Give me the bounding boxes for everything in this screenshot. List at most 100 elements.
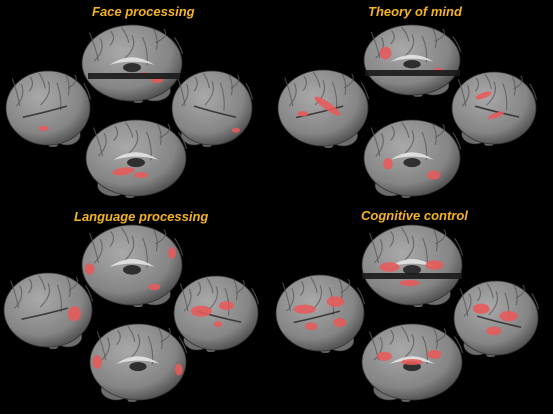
activation-blob bbox=[499, 310, 518, 322]
sylvian-fissure bbox=[295, 105, 344, 119]
sulcus-line bbox=[389, 231, 395, 247]
activation-blob bbox=[190, 305, 212, 317]
sulcus-line bbox=[502, 83, 508, 111]
activation-blob bbox=[174, 363, 183, 376]
sulcus-line bbox=[314, 80, 326, 106]
sulcus-line bbox=[39, 282, 51, 308]
activation-blob bbox=[134, 172, 148, 179]
sulcus-line bbox=[403, 34, 415, 58]
sulcus-line bbox=[282, 282, 292, 312]
activation-blob bbox=[401, 358, 423, 366]
thalamus-shadow bbox=[403, 158, 421, 168]
activation-blob bbox=[427, 349, 442, 359]
activation-blob bbox=[326, 296, 345, 307]
activation-blob bbox=[213, 321, 223, 328]
sulcus-line bbox=[515, 284, 525, 299]
brain-lang-medial-top bbox=[81, 224, 184, 307]
sulcus-line bbox=[431, 28, 437, 49]
sulcus-line bbox=[157, 327, 163, 350]
sulcus-line bbox=[230, 74, 240, 89]
activation-blob bbox=[92, 355, 102, 369]
sulcus-line bbox=[463, 293, 472, 317]
sulcus-line bbox=[122, 235, 135, 263]
corpus-callosum bbox=[389, 259, 435, 267]
activation-blob bbox=[426, 170, 441, 180]
sulcus-line bbox=[251, 287, 260, 305]
panel-title-cognitive-control: Cognitive control bbox=[361, 208, 468, 223]
sulcus-line bbox=[11, 78, 21, 107]
sulcus-line bbox=[356, 287, 366, 305]
sylvian-fissure bbox=[21, 307, 69, 321]
sulcus-line bbox=[204, 80, 214, 106]
brain-cc-medial-bottom bbox=[361, 323, 464, 402]
sulcus-line bbox=[402, 334, 415, 360]
sulcus-line bbox=[370, 31, 381, 59]
brain-face-medial-top bbox=[81, 24, 184, 103]
sulcus-line bbox=[92, 127, 104, 157]
thalamus-shadow bbox=[123, 62, 141, 73]
sulcus-line bbox=[174, 37, 184, 55]
sulcus-line bbox=[206, 277, 214, 294]
sulcus-line bbox=[531, 292, 540, 310]
activation-blob bbox=[475, 91, 492, 100]
sulcus-line bbox=[312, 72, 321, 88]
sulcus-line bbox=[101, 337, 110, 361]
axial-slice bbox=[88, 73, 180, 79]
panel-title-face-processing: Face processing bbox=[92, 4, 195, 19]
activation-blob bbox=[218, 301, 235, 311]
brain-face-medial-bottom bbox=[85, 119, 188, 198]
sulcus-line bbox=[10, 280, 20, 309]
activation-blob bbox=[305, 322, 318, 331]
corpus-callosum bbox=[109, 57, 155, 65]
activation-blob bbox=[112, 167, 135, 176]
activation-blob bbox=[488, 111, 505, 119]
sulcus-line bbox=[452, 132, 462, 150]
sulcus-line bbox=[181, 83, 189, 107]
activation-blob bbox=[297, 111, 309, 117]
sulcus-line bbox=[389, 329, 395, 345]
sulcus-line bbox=[235, 279, 245, 294]
sulcus-line bbox=[113, 125, 119, 141]
sulcus-line bbox=[390, 30, 395, 45]
sulcus-line bbox=[109, 231, 115, 247]
sulcus-line bbox=[299, 280, 305, 296]
sulcus-line bbox=[127, 325, 136, 342]
sulcus-line bbox=[488, 290, 498, 316]
corpus-callosum bbox=[116, 356, 160, 364]
sylvian-fissure bbox=[193, 105, 237, 119]
sulcus-line bbox=[284, 77, 294, 107]
sulcus-line bbox=[120, 227, 130, 244]
brain-tom-right-lateral bbox=[451, 71, 538, 146]
activation-blob bbox=[38, 125, 49, 131]
activation-blob bbox=[314, 96, 341, 116]
brain-face-right-lateral bbox=[171, 70, 254, 147]
axial-slice bbox=[365, 70, 460, 76]
sulcus-line bbox=[88, 232, 100, 264]
sulcus-line bbox=[93, 37, 103, 62]
sulcus-line bbox=[83, 82, 92, 100]
corpus-callosum bbox=[390, 54, 434, 62]
brain-cc-medial-top bbox=[361, 224, 464, 307]
sulcus-line bbox=[432, 228, 438, 252]
activation-blob bbox=[379, 262, 400, 272]
sulcus-line bbox=[403, 130, 415, 156]
sulcus-line bbox=[286, 288, 295, 312]
sulcus-line bbox=[513, 75, 523, 90]
sulcus-line bbox=[529, 83, 538, 100]
sulcus-line bbox=[288, 83, 297, 107]
sulcus-line bbox=[88, 32, 100, 62]
sulcus-line bbox=[159, 123, 171, 139]
sulcus-line bbox=[401, 26, 410, 42]
sulcus-line bbox=[208, 285, 218, 311]
activation-blob bbox=[293, 304, 316, 314]
sulcus-line bbox=[435, 327, 447, 343]
sulcus-line bbox=[400, 227, 410, 244]
activation-blob bbox=[486, 326, 502, 336]
brain-lang-left-lateral bbox=[3, 272, 94, 349]
sulcus-line bbox=[401, 121, 410, 138]
sulcus-line bbox=[400, 325, 410, 342]
panel-title-language-processing: Language processing bbox=[74, 209, 209, 224]
sulcus-line bbox=[152, 228, 158, 252]
sulcus-line bbox=[156, 123, 162, 146]
activation-blob bbox=[168, 247, 176, 259]
